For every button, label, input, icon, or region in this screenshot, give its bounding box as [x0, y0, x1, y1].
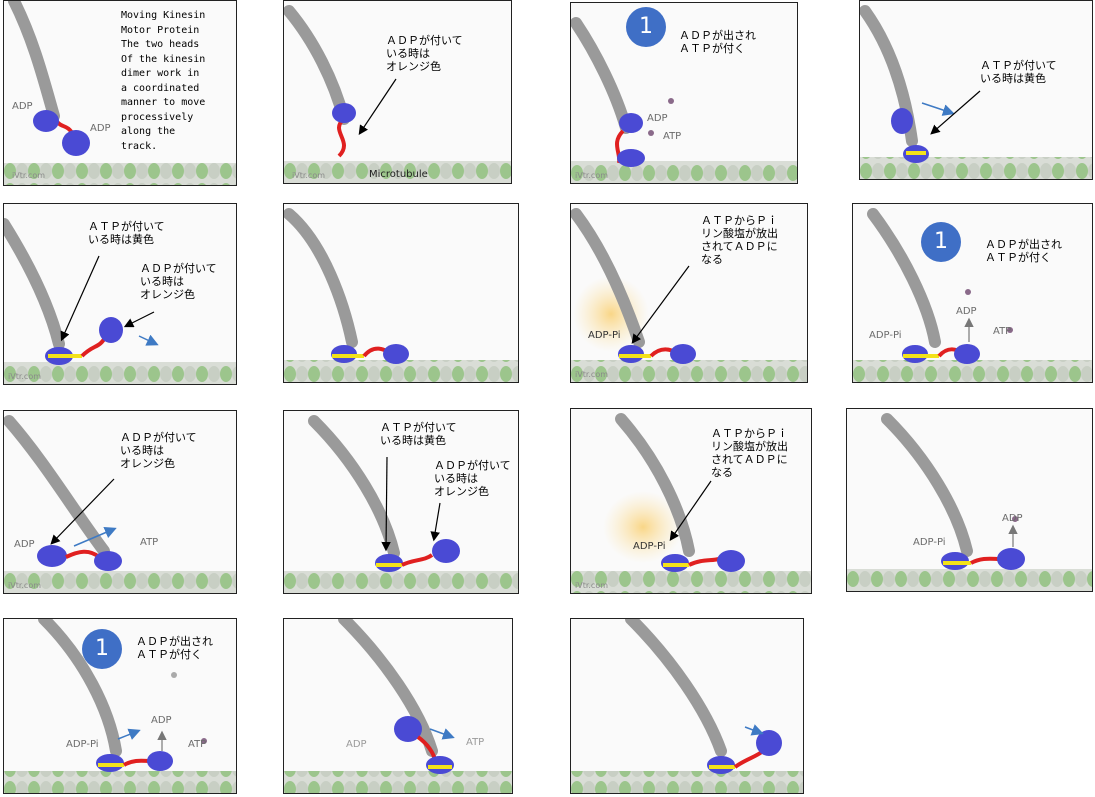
panel-6	[283, 203, 519, 383]
adp-label: ADP	[956, 306, 977, 317]
adp-label: ADP	[647, 113, 668, 124]
kinesin-scene	[284, 208, 518, 382]
atp-label: ATP	[188, 739, 207, 750]
kinesin-scene	[571, 619, 803, 793]
panel-3: 1 ＡＤＰが出され ＡＴＰが付く ADP ATP iVtr.com	[570, 2, 798, 184]
atp-label: ATP	[663, 131, 682, 142]
panel-7: ＡＴＰからＰｉ リン酸塩が放出 されてＡＤＰに なる ADP-Pi iVtr.c…	[570, 203, 808, 383]
adp-label: ADP	[1002, 513, 1023, 524]
panel-10: ＡＴＰが付いて いる時は黄色 ＡＤＰが付いて いる時は オレンジ色	[283, 410, 519, 594]
kinesin-scene	[571, 17, 797, 183]
atp-label: ATP	[993, 326, 1012, 337]
adp-orange-note: ＡＤＰが付いて いる時は オレンジ色	[434, 459, 511, 498]
watermark: iVtr.com	[292, 171, 326, 180]
adp-release-note: ＡＤＰが出され ＡＴＰが付く	[136, 635, 213, 661]
step-badge: 1	[626, 7, 666, 47]
adp-pi-label: ADP-Pi	[66, 739, 99, 750]
pi-release-note: ＡＴＰからＰｉ リン酸塩が放出 されてＡＤＰに なる	[701, 214, 778, 266]
watermark: iVtr.com	[575, 171, 609, 180]
adp-label: ADP	[14, 539, 35, 550]
kinesin-scene	[4, 415, 236, 593]
adp-pi-label: ADP-Pi	[633, 541, 666, 552]
kinesin-scene	[4, 1, 236, 185]
adp-pi-label: ADP-Pi	[588, 330, 621, 341]
adp-orange-note: ＡＤＰが付いて いる時は オレンジ色	[140, 262, 217, 301]
kinesin-scene	[284, 5, 511, 183]
atp-yellow-note: ＡＴＰが付いて いる時は黄色	[980, 59, 1057, 85]
adp-label: ADP	[12, 101, 33, 112]
adp-orange-note: ＡＤＰが付いて いる時は オレンジ色	[386, 34, 463, 73]
panel-11: ＡＴＰからＰｉ リン酸塩が放出 されてＡＤＰに なる ADP-Pi iVtr.c…	[570, 408, 812, 594]
adp-release-note: ＡＤＰが出され ＡＴＰが付く	[679, 29, 756, 55]
panel-2: ＡＤＰが付いて いる時は オレンジ色 Microtubule iVtr.com	[283, 0, 512, 184]
panel-8: 1 ＡＤＰが出され ＡＴＰが付く ADP-Pi ADP ATP	[852, 203, 1093, 383]
atp-yellow-note: ＡＴＰが付いて いる時は黄色	[380, 421, 457, 447]
panel-13: 1 ＡＤＰが出され ＡＴＰが付く ADP-Pi ADP ATP	[3, 618, 237, 794]
panel-14: ADP ATP	[283, 618, 513, 794]
watermark: iVtr.com	[575, 581, 609, 590]
adp-pi-label: ADP-Pi	[869, 330, 902, 341]
atp-yellow-note: ＡＴＰが付いて いる時は黄色	[88, 220, 165, 246]
kinesin-scene	[571, 413, 811, 593]
step-badge: 1	[82, 629, 122, 669]
kinesin-scene	[853, 208, 1092, 382]
adp-pi-label: ADP-Pi	[913, 537, 946, 548]
watermark: iVtr.com	[12, 171, 46, 180]
panel-1: Moving Kinesin Motor Protein The two hea…	[3, 0, 237, 186]
microtubule-label: Microtubule	[369, 169, 428, 180]
adp-release-note: ＡＤＰが出され ＡＴＰが付く	[985, 238, 1062, 264]
atp-label: ATP	[466, 737, 485, 748]
adp-label: ADP	[346, 739, 367, 750]
adp-orange-note: ＡＤＰが付いて いる時は オレンジ色	[120, 431, 197, 470]
intro-text: Moving Kinesin Motor Protein The two hea…	[121, 10, 206, 152]
adp-label: ADP	[90, 123, 111, 134]
kinesin-scene	[4, 218, 236, 384]
kinesin-scene	[284, 619, 512, 793]
kinesin-scene	[847, 413, 1092, 591]
kinesin-scene	[284, 415, 518, 593]
panel-4: ＡＴＰが付いて いる時は黄色	[859, 0, 1093, 180]
kinesin-scene	[860, 5, 1092, 179]
watermark: iVtr.com	[8, 581, 42, 590]
watermark: iVtr.com	[8, 372, 42, 381]
kinesin-scene	[4, 619, 236, 793]
panel-9: ＡＤＰが付いて いる時は オレンジ色 ADP ATP iVtr.com	[3, 410, 237, 594]
kinesin-scene	[571, 208, 807, 382]
pi-release-note: ＡＴＰからＰｉ リン酸塩が放出 されてＡＤＰに なる	[711, 427, 788, 479]
adp-label: ADP	[151, 715, 172, 726]
panel-5: ＡＴＰが付いて いる時は黄色 ＡＤＰが付いて いる時は オレンジ色 iVtr.c…	[3, 203, 237, 385]
watermark: iVtr.com	[575, 370, 609, 379]
panel-12: ADP-Pi ADP	[846, 408, 1093, 592]
atp-label: ATP	[140, 537, 159, 548]
step-badge: 1	[921, 222, 961, 262]
panel-15	[570, 618, 804, 794]
